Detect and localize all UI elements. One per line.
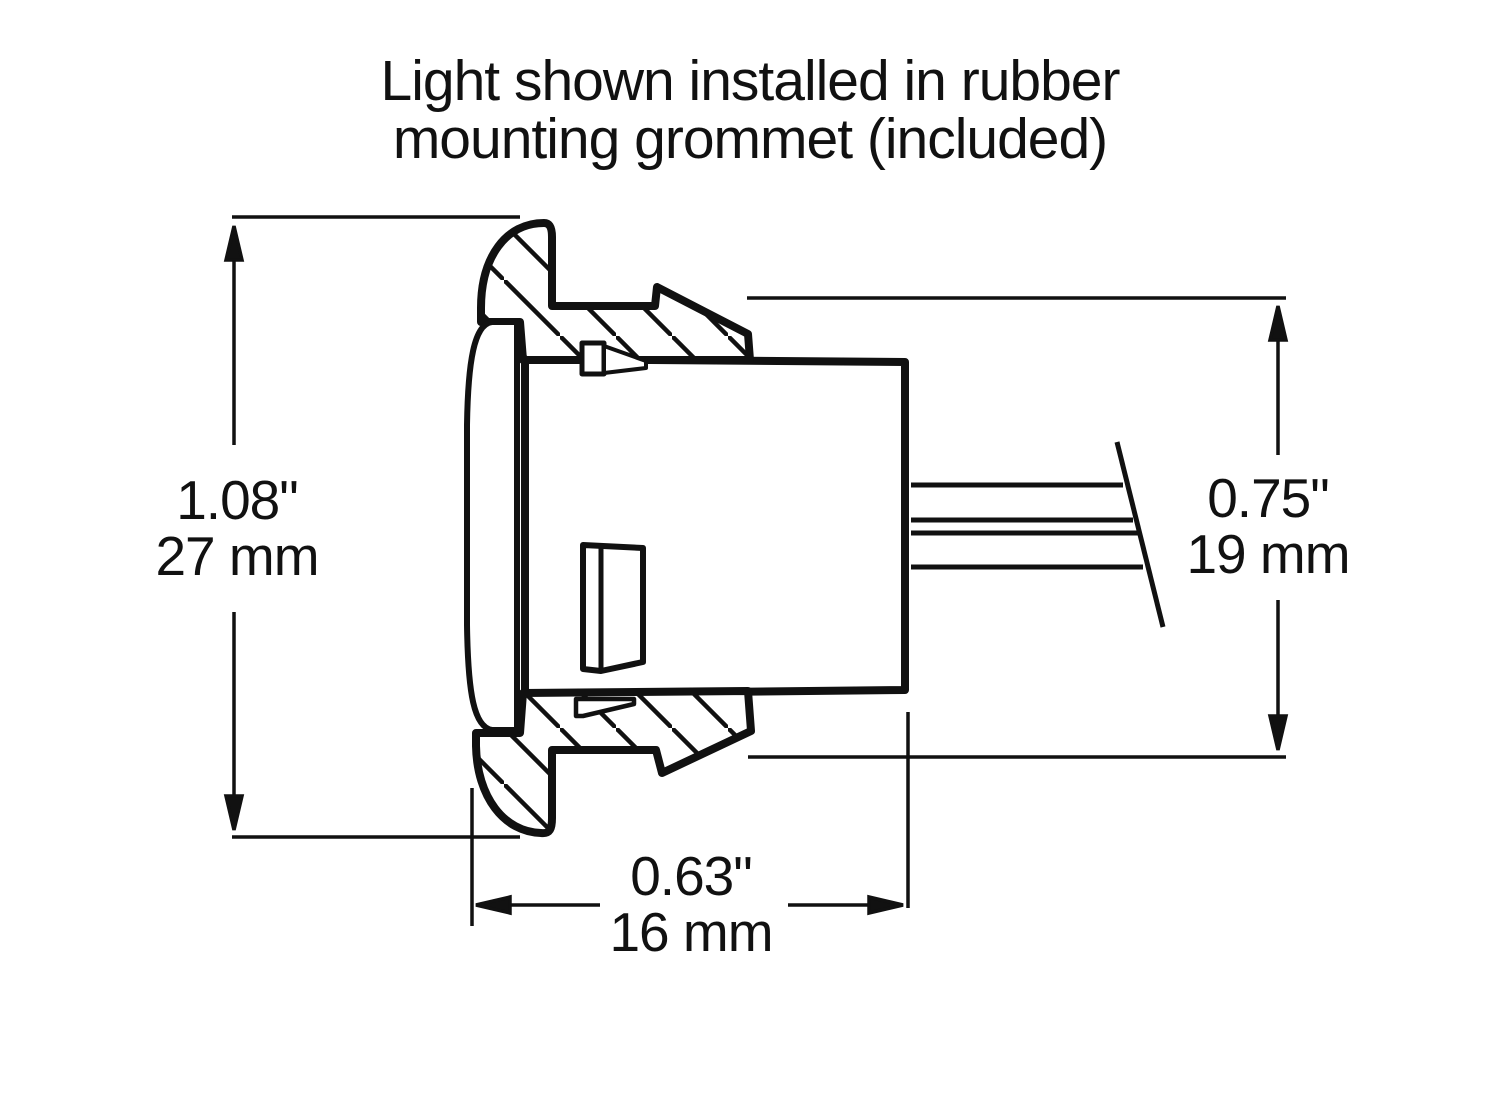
arrowhead-depth-right [867, 894, 904, 916]
lens [464, 319, 520, 733]
arrowhead-opening-down [1267, 714, 1289, 751]
grommet-cross-section-bottom [472, 687, 755, 838]
dim-overall-metric: 27 mm [155, 525, 319, 587]
retention-clip-top [579, 340, 648, 377]
dim-opening-metric: 19 mm [1186, 523, 1350, 585]
arrowhead-opening-up [1267, 305, 1289, 342]
dim-opening-inches: 0.75" [1207, 467, 1330, 529]
arrowhead-depth-left [475, 894, 512, 916]
dim-overall-inches: 1.08" [176, 469, 299, 531]
wire-leads [911, 441, 1166, 628]
dim-depth-metric: 16 mm [609, 901, 773, 963]
dim-label-panel-opening: 0.75" 19 mm [1186, 467, 1350, 585]
arrowhead-overall-down [223, 794, 245, 831]
led-block-outline [580, 542, 646, 674]
grommet-cross-section-top [477, 219, 754, 364]
led-block [580, 542, 646, 674]
extension-lines [232, 215, 1286, 926]
dimension-lines [223, 225, 1289, 916]
dim-label-body-depth: 0.63" 16 mm [609, 845, 773, 963]
figure-title: Light shown installed in rubber mounting… [380, 49, 1121, 171]
clip-top-block [579, 340, 607, 377]
figure-title-line1: Light shown installed in rubber [380, 49, 1121, 113]
figure-title-line2: mounting grommet (included) [392, 107, 1108, 171]
clip-top-wedge [602, 344, 648, 375]
retention-clip-bottom [573, 696, 637, 719]
wire-break-mark [1114, 441, 1166, 628]
dim-depth-inches: 0.63" [630, 845, 753, 907]
dim-label-overall-height: 1.08" 27 mm [155, 469, 319, 587]
arrowhead-overall-up [223, 225, 245, 262]
